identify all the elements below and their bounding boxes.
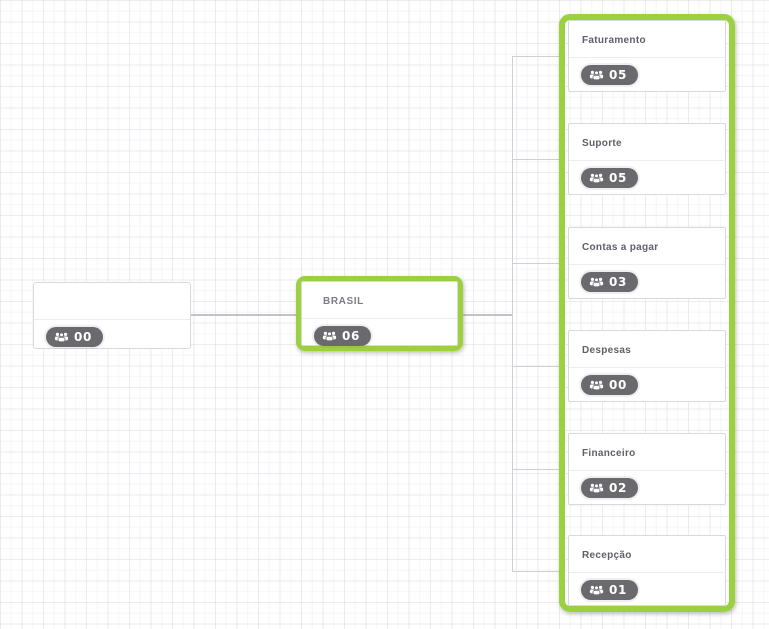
- node-card-faturamento[interactable]: Faturamento 05: [568, 20, 726, 92]
- node-title: Suporte: [569, 124, 725, 161]
- connector-trunk: [512, 56, 513, 572]
- node-title: Faturamento: [569, 21, 725, 58]
- member-count: 05: [609, 171, 627, 185]
- node-title: BRASIL: [302, 282, 457, 319]
- member-count-badge[interactable]: 05: [581, 65, 638, 85]
- member-count-badge[interactable]: 06: [314, 326, 371, 346]
- node-card-recepcao[interactable]: Recepção 01: [568, 535, 726, 606]
- member-count: 03: [609, 275, 627, 289]
- node-title: Despesas: [569, 331, 725, 368]
- node-card-suporte[interactable]: Suporte 05: [568, 123, 726, 195]
- connector-branch-contas-a-pagar: [512, 263, 560, 264]
- node-card-contas-a-pagar[interactable]: Contas a pagar 03: [568, 227, 726, 299]
- connector-branch-suporte: [512, 159, 560, 160]
- node-brasil-selection: BRASIL 06: [296, 276, 463, 351]
- member-count-badge[interactable]: 00: [581, 375, 638, 395]
- users-icon: [589, 482, 604, 494]
- users-icon: [589, 172, 604, 184]
- node-title: Contas a pagar: [569, 228, 725, 265]
- member-count: 01: [609, 583, 627, 597]
- connector-branch-despesas: [512, 366, 560, 367]
- connector-root-to-brasil: [191, 314, 297, 316]
- node-card-financeiro[interactable]: Financeiro 02: [568, 433, 726, 505]
- connector-branch-financeiro: [512, 469, 560, 470]
- node-title: [34, 283, 190, 320]
- member-count: 00: [609, 378, 627, 392]
- connector-branch-recepcao: [512, 571, 560, 572]
- member-count: 02: [609, 481, 627, 495]
- member-count-badge[interactable]: 02: [581, 478, 638, 498]
- member-count-badge[interactable]: 01: [581, 580, 638, 600]
- member-count: 00: [74, 330, 92, 344]
- node-brasil[interactable]: BRASIL 06: [301, 281, 458, 346]
- node-title: Financeiro: [569, 434, 725, 471]
- member-count-badge[interactable]: 00: [46, 327, 103, 347]
- users-icon: [589, 69, 604, 81]
- children-group-selection: Faturamento 05 Suporte 05 Contas a pagar: [559, 14, 735, 612]
- connector-brasil-to-trunk: [462, 314, 513, 316]
- node-root[interactable]: 00: [33, 282, 191, 349]
- node-card-despesas[interactable]: Despesas 00: [568, 330, 726, 402]
- connector-branch-faturamento: [512, 56, 560, 57]
- member-count-badge[interactable]: 03: [581, 272, 638, 292]
- member-count: 05: [609, 68, 627, 82]
- users-icon: [589, 584, 604, 596]
- users-icon: [54, 331, 69, 343]
- users-icon: [589, 379, 604, 391]
- users-icon: [589, 276, 604, 288]
- member-count: 06: [342, 329, 360, 343]
- users-icon: [322, 330, 337, 342]
- node-title: Recepção: [569, 536, 725, 573]
- member-count-badge[interactable]: 05: [581, 168, 638, 188]
